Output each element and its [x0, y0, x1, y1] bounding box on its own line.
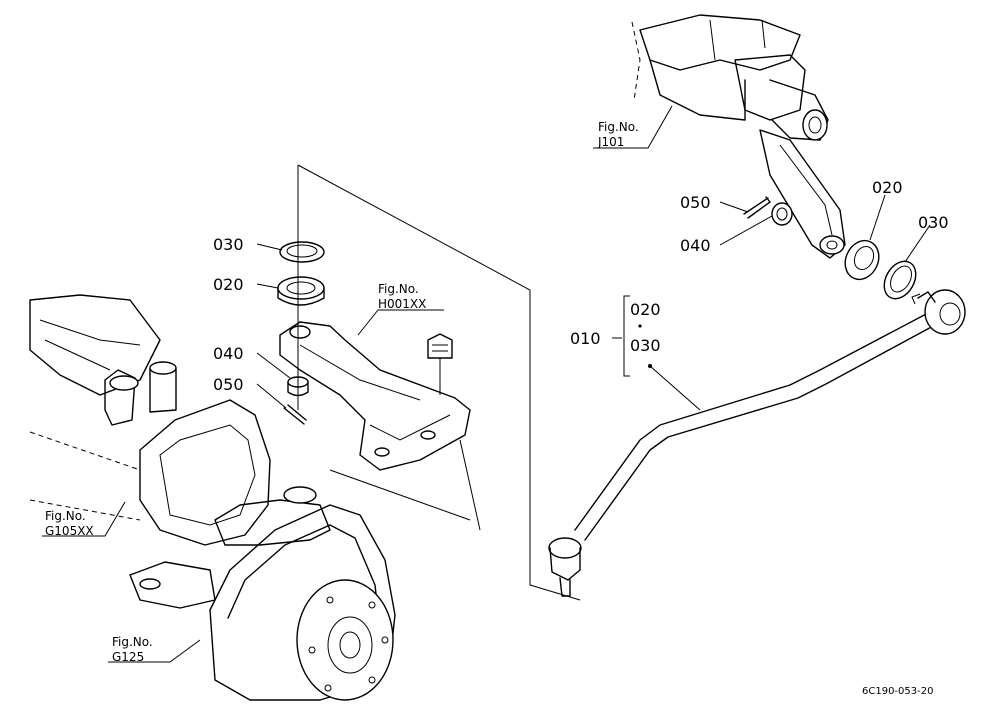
ring-left: [279, 241, 325, 263]
fig-ref-g105xx-line2: G105XX: [45, 524, 94, 538]
figure-refs: Fig.No. J101 Fig.No. H001XX Fig.No. G105…: [45, 120, 639, 664]
fig-ref-g105xx-line1: Fig.No.: [45, 509, 86, 523]
leader-lines: [42, 105, 931, 663]
part-label-050-right: 050: [680, 193, 711, 212]
fig-ref-g125-line1: Fig.No.: [112, 635, 153, 649]
axle-housing: [29, 294, 177, 521]
knuckle-housing: [129, 399, 331, 609]
steering-bracket: [279, 321, 471, 471]
part-label-030-group: 030: [630, 336, 661, 355]
ring-right: [883, 260, 917, 300]
assembly-lines: [297, 164, 581, 601]
tie-rod: [548, 289, 966, 597]
part-label-020-left: 020: [213, 275, 244, 294]
wheel-hub: [209, 504, 396, 701]
fig-ref-h001xx-line1: Fig.No.: [378, 282, 419, 296]
cotter-pin-right: [743, 196, 771, 219]
fig-ref-j101-line1: Fig.No.: [598, 120, 639, 134]
part-labels: 030 020 040 050 050 040 020 030 010 020 …: [213, 178, 949, 394]
nut-right: [771, 202, 793, 226]
part-label-030-right: 030: [918, 213, 949, 232]
part-label-020-right: 020: [872, 178, 903, 197]
drawing-code: 6C190-053-20: [862, 686, 933, 697]
part-label-050-left: 050: [213, 375, 244, 394]
part-label-020-group: 020: [630, 300, 661, 319]
part-label-030-left: 030: [213, 235, 244, 254]
dust-seal-left: [277, 276, 325, 306]
part-label-010: 010: [570, 329, 601, 348]
cotter-pin-left: [283, 404, 307, 425]
fig-ref-g125-line2: G125: [112, 650, 144, 664]
fig-ref-j101-line2: J101: [597, 135, 624, 149]
part-label-040-right: 040: [680, 236, 711, 255]
dust-seal-right: [844, 239, 880, 281]
fig-ref-h001xx-line2: H001XX: [378, 297, 426, 311]
steering-arm-assembly: [631, 14, 846, 259]
part-label-040-left: 040: [213, 344, 244, 363]
